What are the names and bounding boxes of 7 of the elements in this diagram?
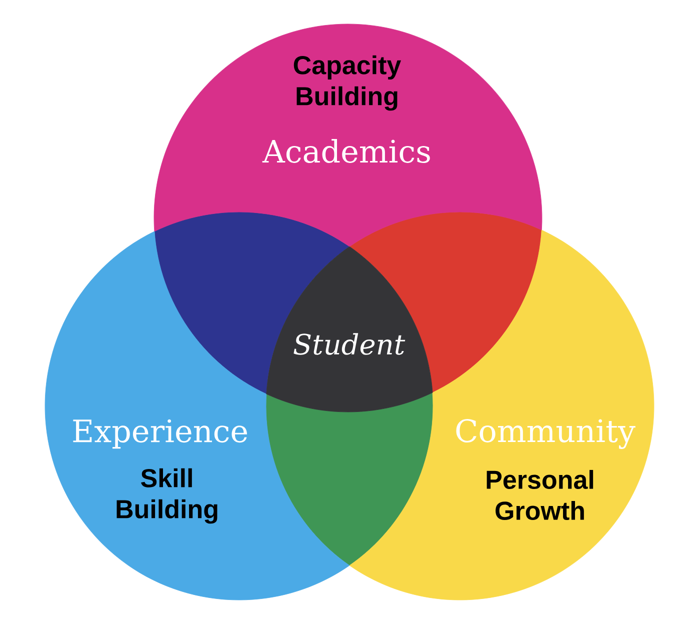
circle-label: Personal Growth [486, 470, 594, 520]
circle-title: Experience [73, 419, 247, 449]
circle-title: Academics [262, 139, 430, 163]
circle-label: Skill Building [116, 468, 218, 524]
circle-label: Capacity Building [294, 55, 402, 111]
circle-title: Community [456, 419, 636, 449]
center-region: Student [266, 246, 433, 412]
